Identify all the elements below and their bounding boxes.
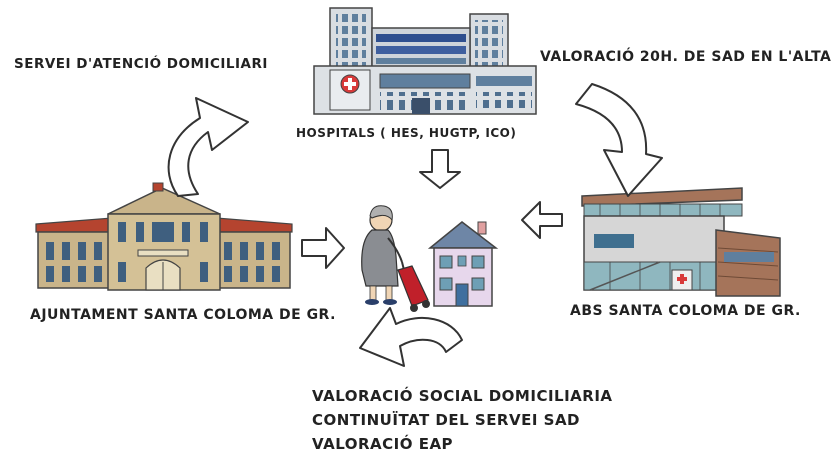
label-ajuntament: AJUNTAMENT SANTA COLOMA DE GR. bbox=[30, 307, 336, 323]
label-abs: ABS SANTA COLOMA DE GR. bbox=[570, 303, 801, 319]
label-continuitat: CONTINUÏTAT DEL SERVEI SAD bbox=[312, 411, 581, 429]
label-valoracio-eap: VALORACIÓ EAP bbox=[312, 435, 454, 453]
curved-arrow-bottom bbox=[359, 307, 463, 367]
label-servei-atencio-domiciliari: SERVEI D'ATENCIÓ DOMICILIARI bbox=[14, 56, 268, 72]
health-center-icon bbox=[581, 187, 781, 297]
hospital-icon bbox=[313, 7, 537, 115]
house-icon bbox=[427, 221, 499, 307]
label-valoracio-alta: VALORACIÓ 20H. DE SAD EN L'ALTA bbox=[540, 49, 832, 65]
left-arrow-abs-home bbox=[521, 201, 563, 239]
down-arrow-hospital-home bbox=[419, 149, 461, 189]
curved-arrow-to-abs bbox=[575, 83, 663, 197]
right-arrow-townhall-home bbox=[301, 227, 345, 269]
elderly-woman-icon bbox=[361, 205, 430, 312]
town-hall-icon bbox=[35, 182, 293, 291]
label-hospitals: HOSPITALS ( HES, HUGTP, ICO) bbox=[296, 126, 517, 140]
curved-arrow-to-servei bbox=[167, 97, 249, 197]
label-valoracio-social: VALORACIÓ SOCIAL DOMICILIARIA bbox=[312, 387, 613, 405]
